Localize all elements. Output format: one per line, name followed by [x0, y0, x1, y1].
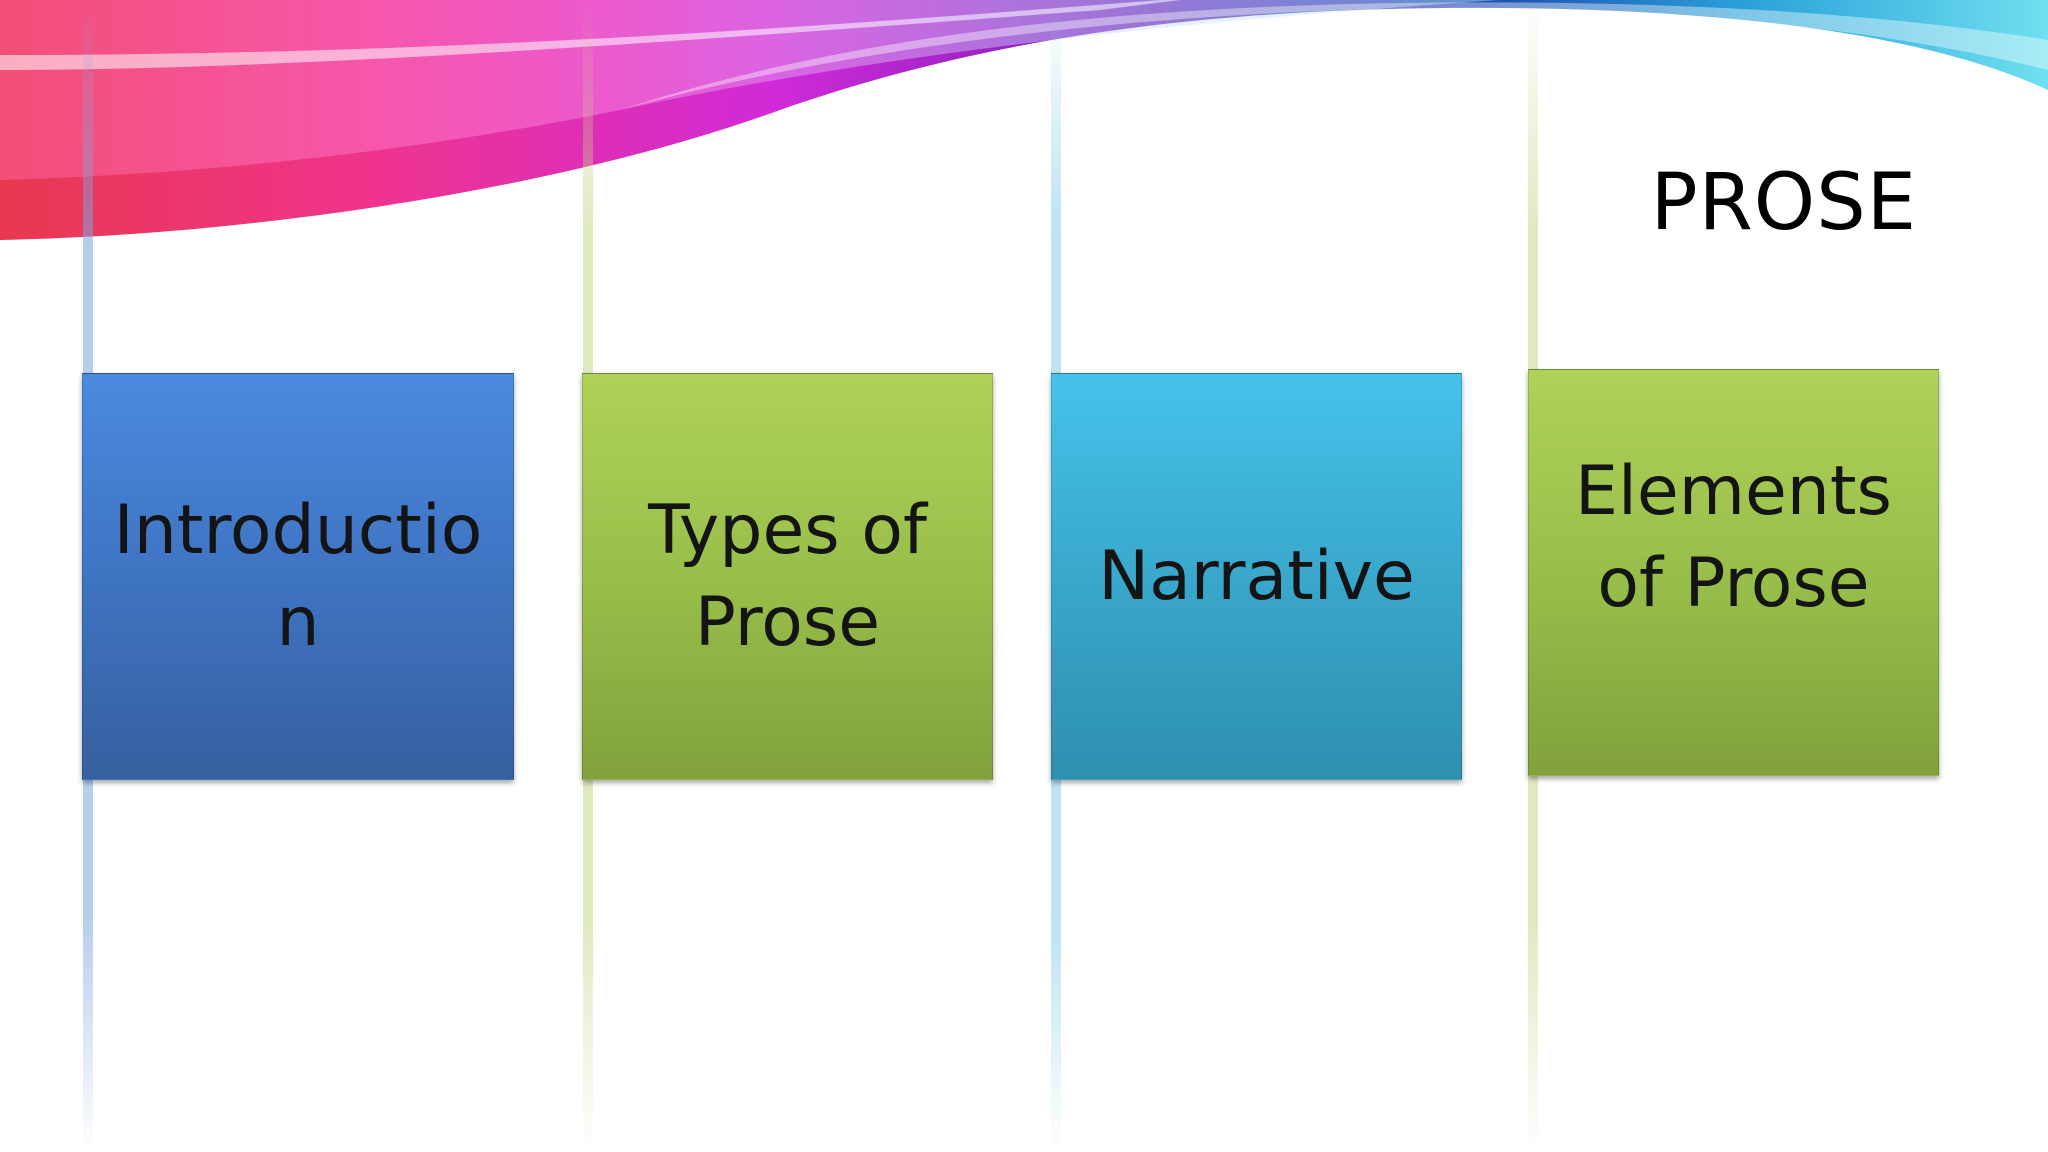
item-box-types-of-prose[interactable]: Types of Prose [582, 373, 993, 780]
item-label: Introduction [83, 485, 513, 669]
item-label: Elements of Prose [1529, 446, 1938, 630]
item-box-narrative[interactable]: Narrative [1051, 373, 1462, 780]
item-box-elements-of-prose[interactable]: Elements of Prose [1528, 369, 1939, 776]
item-box-introduction[interactable]: Introduction [82, 373, 514, 780]
slide-title: PROSE [1651, 158, 1917, 248]
item-label: Narrative [1052, 531, 1461, 623]
item-label: Types of Prose [583, 485, 992, 669]
